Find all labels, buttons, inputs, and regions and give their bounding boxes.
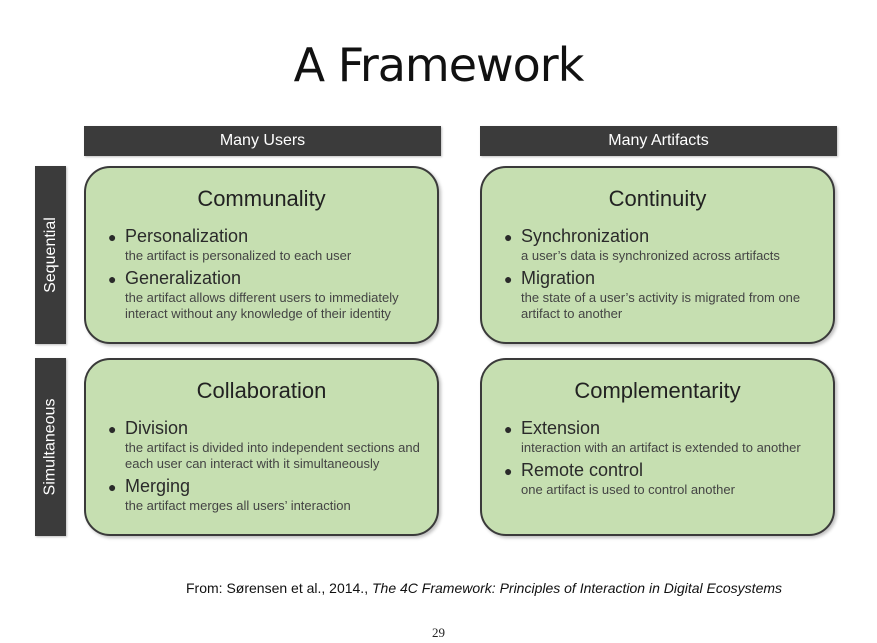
item-description: a user’s data is synchronized across art… bbox=[521, 248, 780, 263]
item-name: Merging bbox=[125, 476, 191, 496]
card-items: ● Division the artifact is divided into i… bbox=[108, 418, 423, 518]
item-name: Remote control bbox=[521, 460, 644, 480]
bullet-icon: ● bbox=[108, 479, 117, 495]
list-item: ● Remote control one artifact is used to … bbox=[504, 460, 819, 498]
citation-title: The 4C Framework: Principles of Interact… bbox=[371, 580, 783, 596]
list-item: ● Migration the state of a user’s activit… bbox=[504, 268, 819, 322]
item-description: the state of a user’s activity is migrat… bbox=[521, 290, 801, 321]
row-header-sequential: Sequential bbox=[35, 166, 66, 344]
list-item: ● Extension interaction with an artifact … bbox=[504, 418, 819, 456]
bullet-icon: ● bbox=[504, 229, 513, 245]
card-title: Continuity bbox=[608, 186, 707, 211]
item-name: Migration bbox=[521, 268, 596, 288]
bullet-icon: ● bbox=[108, 271, 117, 287]
list-item: ● Division the artifact is divided into i… bbox=[108, 418, 423, 472]
card-continuity: Continuity ● Synchronization a user’s dat… bbox=[480, 166, 835, 344]
source-citation: From: Sørensen et al., 2014., The 4C Fra… bbox=[186, 580, 782, 596]
card-title: Complementarity bbox=[574, 378, 741, 403]
card-complementarity: Complementarity ● Extension interaction w… bbox=[480, 358, 835, 536]
slide-title: A Framework bbox=[293, 38, 585, 92]
item-description: one artifact is used to control another bbox=[521, 482, 735, 497]
card-title: Communality bbox=[197, 186, 326, 211]
card-items: ● Personalization the artifact is persona… bbox=[108, 226, 423, 326]
column-header-many-artifacts: Many Artifacts bbox=[480, 126, 837, 156]
item-name: Personalization bbox=[125, 226, 249, 246]
list-item: ● Synchronization a user’s data is synchr… bbox=[504, 226, 819, 264]
card-collaboration: Collaboration ● Division the artifact is … bbox=[84, 358, 439, 536]
bullet-icon: ● bbox=[504, 271, 513, 287]
card-items: ● Synchronization a user’s data is synchr… bbox=[504, 226, 819, 326]
bullet-icon: ● bbox=[504, 421, 513, 437]
item-name: Generalization bbox=[125, 268, 242, 288]
bullet-icon: ● bbox=[504, 463, 513, 479]
list-item: ● Personalization the artifact is persona… bbox=[108, 226, 423, 264]
item-description: the artifact is divided into independent… bbox=[125, 440, 420, 471]
card-items: ● Extension interaction with an artifact … bbox=[504, 418, 819, 502]
item-description: the artifact allows different users to i… bbox=[125, 290, 399, 321]
citation-prefix: From: Sørensen et al., 2014., bbox=[186, 580, 372, 596]
item-description: interaction with an artifact is extended… bbox=[521, 440, 801, 455]
item-description: the artifact is personalized to each use… bbox=[125, 248, 352, 263]
card-title: Collaboration bbox=[196, 378, 327, 403]
row-header-simultaneous: Simultaneous bbox=[35, 358, 66, 536]
card-communality: Communality ● Personalization the artifac… bbox=[84, 166, 439, 344]
list-item: ● Merging the artifact merges all users’ … bbox=[108, 476, 423, 514]
item-name: Division bbox=[125, 418, 189, 438]
item-name: Extension bbox=[521, 418, 601, 438]
bullet-icon: ● bbox=[108, 229, 117, 245]
bullet-icon: ● bbox=[108, 421, 117, 437]
column-header-many-users: Many Users bbox=[84, 126, 441, 156]
row-header-label: Sequential bbox=[41, 217, 59, 293]
row-header-label: Simultaneous bbox=[41, 398, 59, 496]
item-name: Synchronization bbox=[521, 226, 650, 246]
page-number: 29 bbox=[432, 625, 445, 640]
item-description: the artifact merges all users’ interacti… bbox=[125, 498, 351, 513]
list-item: ● Generalization the artifact allows diff… bbox=[108, 268, 423, 322]
